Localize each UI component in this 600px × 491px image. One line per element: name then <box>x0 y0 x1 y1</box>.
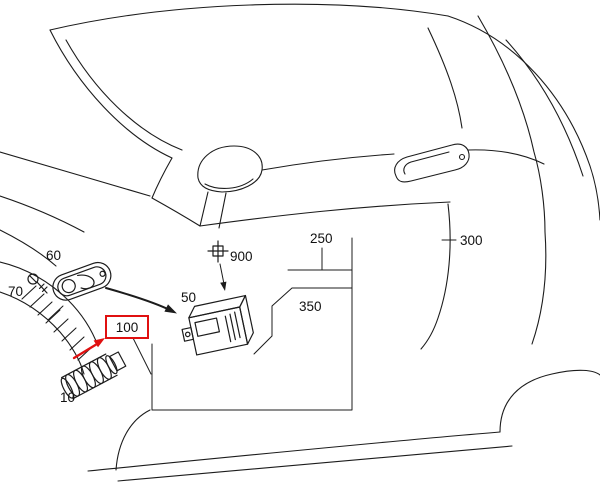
callout-60[interactable]: 60 <box>46 248 61 263</box>
callout-350[interactable]: 350 <box>299 299 322 314</box>
callout-300[interactable]: 300 <box>460 233 483 248</box>
car-body-outline <box>0 3 600 482</box>
callout-70[interactable]: 70 <box>8 284 23 299</box>
leader-60 <box>47 305 64 321</box>
part-50-control-module <box>181 294 254 356</box>
part-900-clip <box>207 240 229 263</box>
bumper-hatching <box>21 285 93 361</box>
panel-frame <box>151 237 353 411</box>
pointer-arrow <box>105 287 173 312</box>
leader-lines <box>47 239 457 375</box>
leader-100 <box>132 337 152 375</box>
leader-350 <box>253 287 353 355</box>
leader-900 <box>219 263 225 285</box>
callout-250[interactable]: 250 <box>310 231 333 246</box>
callout-50[interactable]: 50 <box>181 290 196 305</box>
selected-callout-box <box>105 315 149 339</box>
callout-100[interactable]: 100 <box>116 320 139 335</box>
part-10-grommet-boot <box>60 351 127 400</box>
front-bumper <box>0 261 99 375</box>
pointer-arrowhead <box>164 304 177 314</box>
selection-arrow-icon <box>72 342 99 360</box>
selection-arrowhead <box>93 338 105 348</box>
callout-900[interactable]: 900 <box>230 249 253 264</box>
callout-10[interactable]: 10 <box>60 390 75 405</box>
door-handle <box>394 143 470 183</box>
part-70-screw <box>27 273 48 294</box>
leader-250 <box>287 247 353 271</box>
side-mirror <box>197 145 263 229</box>
part-60-interior-handle <box>52 261 112 301</box>
callout-labels: 60 70 900 50 250 350 300 100 10 <box>8 231 483 405</box>
selection-highlight <box>72 315 149 360</box>
leader-900-arrowhead <box>220 281 227 291</box>
